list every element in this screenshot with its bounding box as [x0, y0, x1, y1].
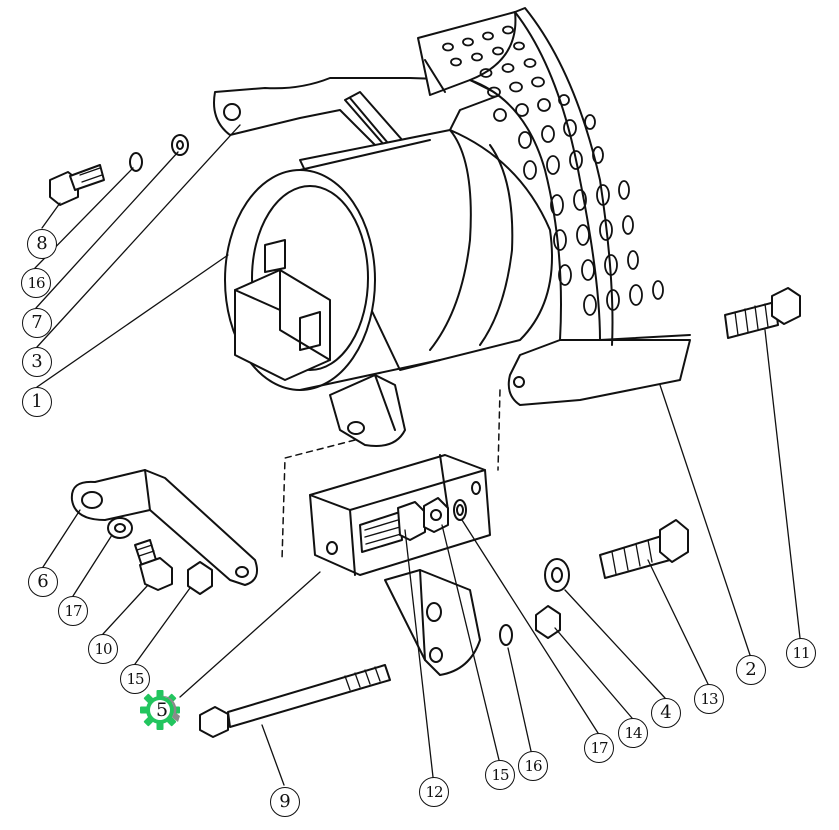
callout-12: 12: [419, 777, 449, 807]
callout-1: 1: [22, 387, 52, 417]
dashed-guide-lines: [281, 389, 501, 561]
callout-17-right: 17: [584, 733, 614, 763]
gear-icon: [140, 690, 180, 730]
callout-15-bottom: 15: [485, 760, 515, 790]
washer-4: [544, 558, 570, 592]
bolt-13: [599, 519, 689, 579]
mounting-bracket: [309, 454, 491, 676]
callout-5-gear[interactable]: 5: [138, 688, 186, 732]
nut-14: [535, 605, 561, 639]
callout-7: 7: [22, 308, 52, 338]
callout-15-left: 15: [120, 664, 150, 694]
callout-16-top: 16: [21, 268, 51, 298]
lock-washer-16-bottom: [499, 624, 513, 646]
nut-15-left: [187, 561, 213, 595]
callout-10: 10: [88, 634, 118, 664]
callout-16-bottom: 16: [518, 751, 548, 781]
callout-5-label: 5: [155, 699, 169, 721]
callout-6: 6: [28, 567, 58, 597]
alternator-body: [224, 129, 553, 447]
callout-3: 3: [22, 347, 52, 377]
callout-13: 13: [694, 684, 724, 714]
bolt-9-long: [199, 664, 391, 738]
bolt-10: [134, 539, 173, 591]
callout-14: 14: [618, 718, 648, 748]
callout-9: 9: [270, 787, 300, 817]
left-strap-bracket: [70, 469, 258, 586]
bolt-11: [724, 287, 801, 339]
callout-2: 2: [736, 655, 766, 685]
washer-17-left: [107, 517, 133, 539]
perforated-shield: [417, 7, 691, 406]
callout-17-left: 17: [58, 596, 88, 626]
callout-11: 11: [786, 638, 816, 668]
bolt-8: [49, 164, 105, 206]
bolt-12-assembly: [359, 497, 467, 553]
callout-4: 4: [651, 698, 681, 728]
leader-lines: [34, 124, 801, 786]
lock-washer-16-top: [129, 152, 143, 172]
callout-8: 8: [27, 229, 57, 259]
washer-7: [171, 134, 189, 156]
